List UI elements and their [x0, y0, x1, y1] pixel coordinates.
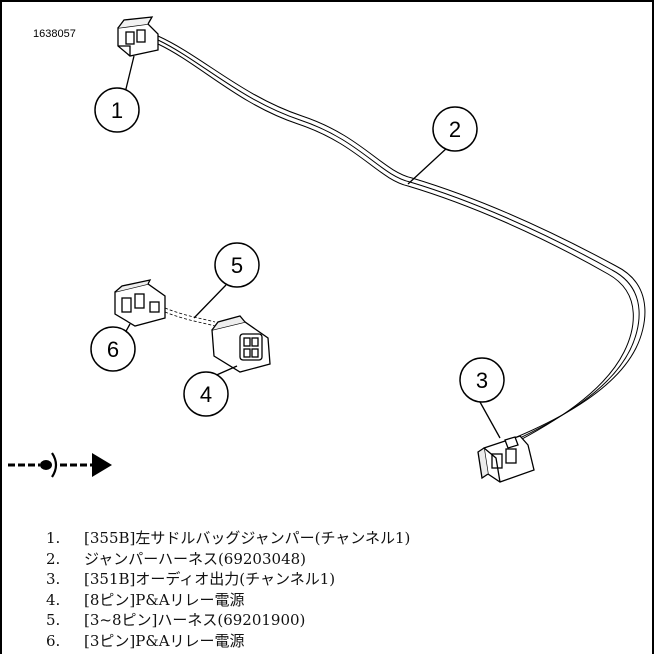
- callout-1-label: 1: [111, 98, 123, 123]
- legend-item: 1. [355B]左サドルバッグジャンパー(チャンネル1): [46, 528, 410, 549]
- connector-8pin: [211, 315, 271, 373]
- legend-item: 2. ジャンパーハーネス(69203048): [46, 549, 410, 570]
- figure-number: 1638057: [33, 28, 76, 40]
- callout-6: 6: [90, 326, 136, 372]
- callout-1: 1: [94, 87, 140, 133]
- connector-355b: [117, 16, 159, 57]
- legend-item-text: [3~8ピン]ハーネス(69201900): [84, 611, 306, 630]
- callout-4: 4: [183, 371, 229, 417]
- legend-item-text: [3ピン]P&Aリレー電源: [84, 631, 245, 650]
- callout-5: 5: [214, 242, 260, 288]
- callout-3-label: 3: [476, 368, 488, 393]
- connector-351b: [477, 435, 535, 483]
- legend-item: 3. [351B]オーディオ出力(チャンネル1): [46, 569, 410, 590]
- legend-item-number: 1.: [46, 529, 61, 547]
- jumper-harness-wire: [157, 35, 646, 450]
- callout-5-label: 5: [231, 253, 243, 278]
- callout-2: 2: [432, 106, 478, 152]
- callout-2-label: 2: [449, 117, 461, 142]
- legend-item-number: 3.: [46, 570, 61, 589]
- legend-item-text: [8ピン]P&Aリレー電源: [84, 590, 245, 609]
- legend-item-number: 2.: [46, 549, 61, 568]
- legend-item-number: 4.: [46, 590, 61, 609]
- legend-list: 1. [355B]左サドルバッグジャンパー(チャンネル1) 2. ジャンパーハーネス…: [46, 528, 410, 652]
- connector-3pin: [114, 279, 166, 327]
- legend-item-text: ジャンパーハーネス(69203048): [84, 549, 307, 568]
- callout-4-label: 4: [200, 382, 212, 407]
- legend-item-text: [355B]左サドルバッグジャンパー(チャンネル1): [84, 529, 411, 547]
- connector-mating-arrow-icon: [8, 452, 112, 478]
- small-harness-wire: [164, 307, 216, 327]
- legend-item-text: [351B]オーディオ出力(チャンネル1): [84, 570, 336, 589]
- legend-item-number: 6.: [46, 631, 61, 650]
- legend-item: 4. [8ピン]P&Aリレー電源: [46, 590, 410, 611]
- callout-3: 3: [459, 357, 505, 403]
- legend-item: 6. [3ピン]P&Aリレー電源: [46, 631, 410, 652]
- callout-6-label: 6: [107, 337, 119, 362]
- legend-item-number: 5.: [46, 611, 61, 630]
- legend-item: 5. [3~8ピン]ハーネス(69201900): [46, 610, 410, 631]
